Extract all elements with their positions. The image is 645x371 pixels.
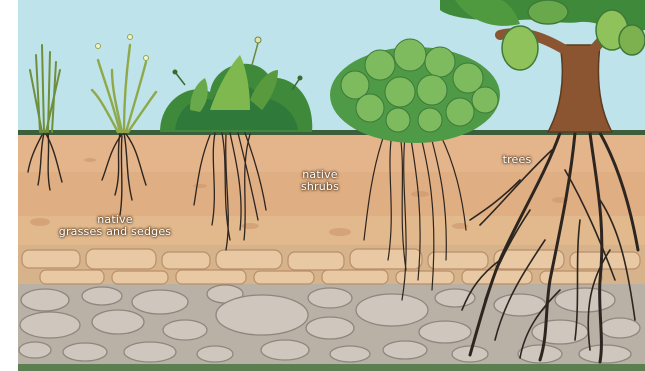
page-margin-left xyxy=(0,0,18,371)
rock-icon xyxy=(21,289,69,311)
label-line: shrubs xyxy=(280,181,360,193)
label-native-shrubs: native shrubs xyxy=(280,169,360,193)
label-native-grasses-and-sedges: native grasses and sedges xyxy=(55,214,175,238)
label-trees: trees xyxy=(492,154,542,166)
label-line: grasses and sedges xyxy=(55,226,175,238)
ground-base xyxy=(18,364,645,371)
flat-stones xyxy=(22,249,640,284)
